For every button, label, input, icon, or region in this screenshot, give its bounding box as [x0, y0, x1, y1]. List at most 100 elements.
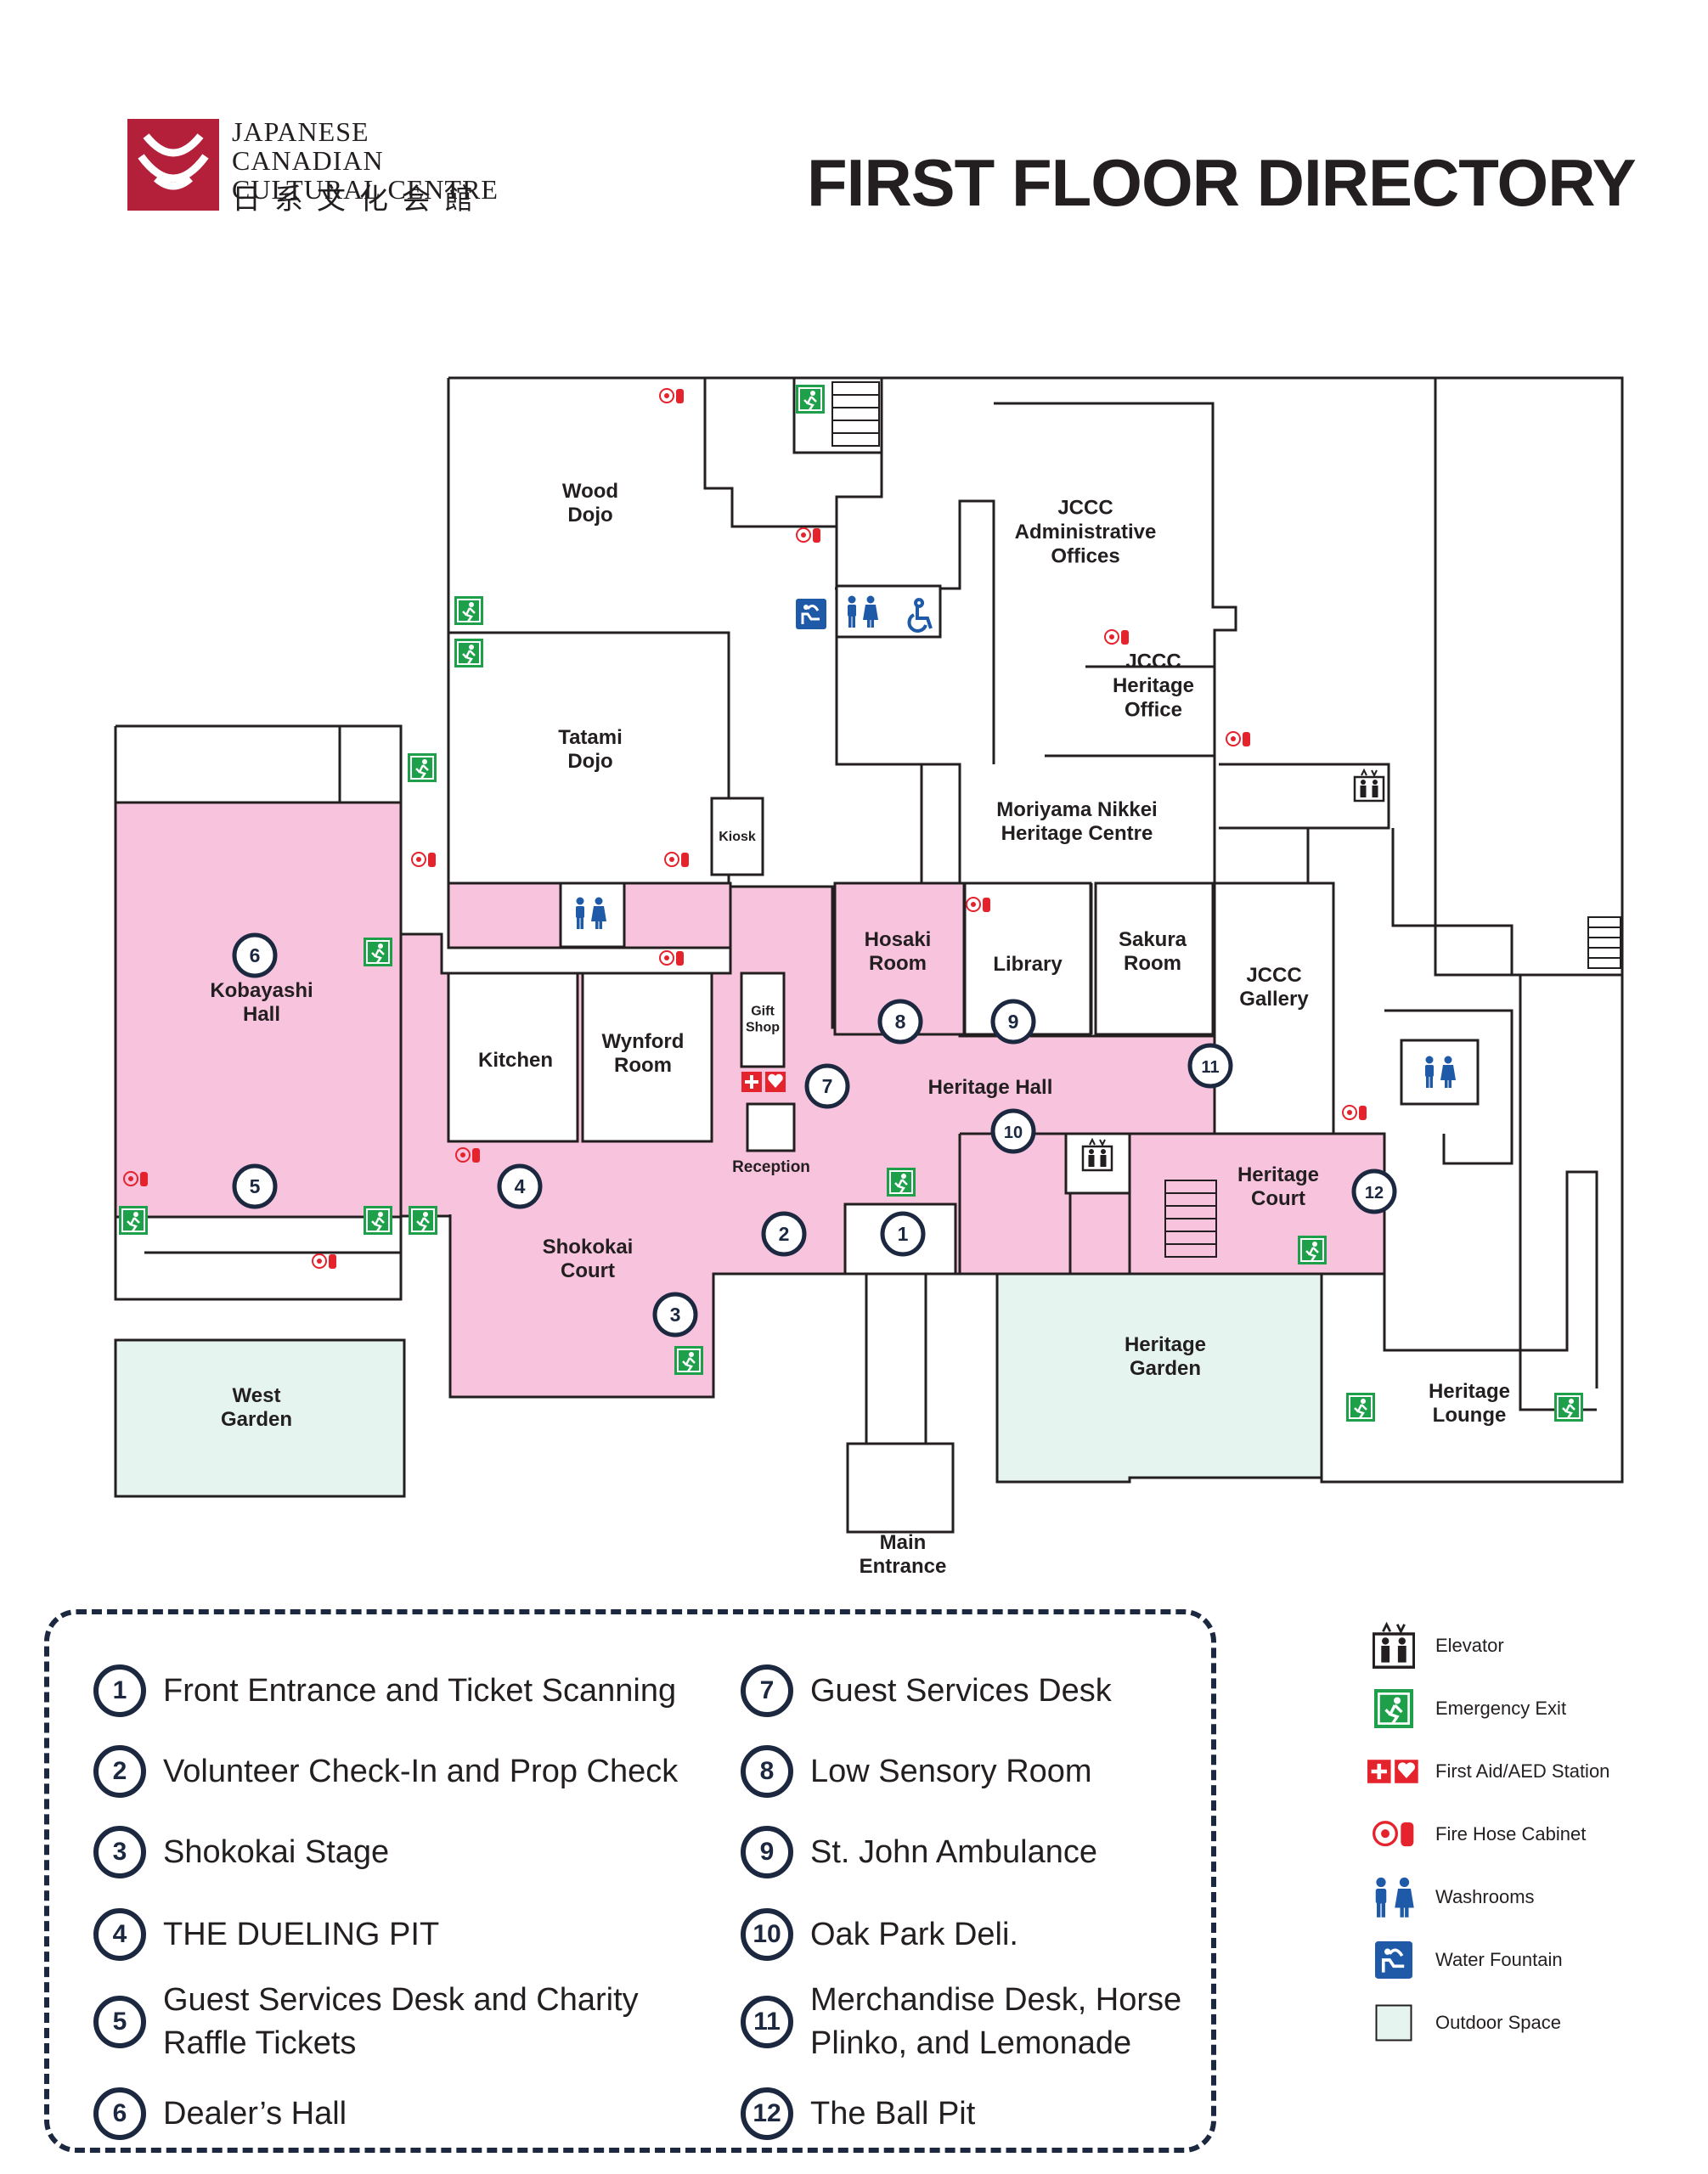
room-label-line: Wynford: [602, 1030, 685, 1053]
elevator-icon: [1367, 1619, 1420, 1672]
map-marker-5: 5: [232, 1163, 278, 1209]
interior-rooms: [447, 584, 1480, 1276]
room-label-line: Entrance: [860, 1555, 947, 1578]
map-marker-11: 11: [1187, 1043, 1233, 1089]
emergency-exit-icon: [362, 1204, 394, 1236]
directory-label: Volunteer Check-In and Prop Check: [163, 1753, 679, 1789]
room-label-line: Garden: [221, 1408, 292, 1431]
marker-number: 12: [1365, 1184, 1384, 1202]
accessible-washroom-icon: [907, 598, 933, 633]
marker-number: 4: [515, 1175, 526, 1197]
west-garden-area: [114, 1338, 406, 1498]
logo-text-japanese: 日系文化会館: [232, 183, 487, 217]
marker-circle: [990, 1108, 1036, 1154]
directory-number-badge: 3: [93, 1826, 146, 1878]
label-kiosk: Kiosk: [719, 830, 756, 844]
marker-number: 3: [670, 1304, 681, 1326]
directory-label: St. John Ambulance: [810, 1833, 1097, 1870]
emergency-exit-icon: [885, 1166, 917, 1198]
room-label-line: Lounge: [1433, 1404, 1507, 1427]
room-label-line: Moriyama Nikkei: [996, 798, 1157, 821]
directory-number-badge: 5: [93, 1996, 146, 2048]
room-label-line: Heritage Centre: [1001, 822, 1153, 845]
room-label-line: Shokokai: [543, 1236, 634, 1259]
water-fountain-icon: [1367, 1934, 1420, 1986]
room-label-line: Garden: [1130, 1357, 1201, 1380]
key-item-emergency-exit: Emergency Exit: [1367, 1682, 1566, 1735]
map-marker-6: 6: [232, 932, 278, 978]
map-marker-10: 10: [990, 1108, 1036, 1154]
page-title: FIRST FLOOR DIRECTORY: [807, 145, 1637, 220]
directory-label: Merchandise Desk, Horse Plinko, and Lemo…: [810, 1982, 1182, 2061]
room-label-line: Heritage Hall: [928, 1076, 1053, 1099]
key-label: Elevator: [1435, 1635, 1504, 1656]
first-aid-aed-icon: [1367, 1745, 1420, 1798]
room-label-line: Gift: [751, 1005, 775, 1019]
key-label: Emergency Exit: [1435, 1698, 1567, 1719]
map-marker-4: 4: [497, 1163, 543, 1209]
first-aid-aed-icon: [741, 1072, 786, 1092]
marker-circle: [880, 1211, 926, 1257]
fire-hose-cabinet-icon: [411, 852, 437, 868]
fire-hose-cabinet-icon: [796, 527, 821, 544]
room-label-line: Court: [561, 1259, 615, 1282]
room-label-line: Dojo: [567, 504, 612, 527]
room-label-line: Room: [614, 1054, 672, 1077]
logo-text-english: JAPANESE CANADIAN CULTURAL CENTRE: [232, 117, 527, 204]
marker-circle: [652, 1292, 698, 1338]
directory-number-badge: 2: [93, 1745, 146, 1798]
washrooms-icon: [1367, 1871, 1420, 1923]
marker-circle: [232, 932, 278, 978]
directory-number-badge: 8: [741, 1745, 793, 1798]
key-item-water-fountain: Water Fountain: [1367, 1934, 1563, 1986]
marker-circle: [877, 999, 923, 1045]
reception-desk: [746, 1102, 796, 1152]
emergency-exit-icon: [362, 936, 394, 968]
marker-number: 7: [822, 1075, 833, 1097]
room-label-line: JCCC: [1246, 964, 1301, 987]
room-label-line: Gallery: [1239, 988, 1309, 1011]
kobayashi-hall-area: [114, 801, 403, 1219]
marker-circle: [990, 999, 1036, 1045]
map-marker-7: 7: [804, 1063, 850, 1109]
directory-label: THE DUELING PIT: [163, 1916, 440, 1952]
emergency-exit-icon: [117, 1204, 149, 1236]
marker-circle: [761, 1211, 807, 1257]
marker-number: 5: [250, 1175, 261, 1197]
key-item-first-aid-aed: First Aid/AED Station: [1367, 1745, 1609, 1798]
room-label-line: Heritage: [1113, 674, 1194, 697]
room-label-line: Office: [1125, 698, 1182, 721]
emergency-exit-icon: [406, 752, 438, 784]
map-marker-2: 2: [761, 1211, 807, 1257]
marker-number: 11: [1201, 1058, 1219, 1077]
directory-label: Dealer’s Hall: [163, 2095, 347, 2132]
label-library: Library: [993, 953, 1063, 976]
marker-number: 10: [1004, 1124, 1023, 1142]
emergency-exit-icon: [794, 383, 826, 415]
key-label: Outdoor Space: [1435, 2012, 1561, 2033]
room-label-line: Court: [1251, 1187, 1305, 1210]
logo-line-2: CULTURAL CENTRE: [232, 174, 499, 205]
room-label-line: Library: [993, 953, 1063, 976]
washroom-block-east: [1400, 1039, 1480, 1106]
marker-circle: [1187, 1043, 1233, 1089]
marker-number: 1: [898, 1223, 909, 1245]
kiosk-room: [710, 797, 764, 876]
emergency-exit-icon: [453, 594, 485, 627]
room-label-line: Hall: [243, 1003, 280, 1026]
room-label-line: Kitchen: [478, 1049, 553, 1072]
marker-circle: [1351, 1169, 1397, 1214]
